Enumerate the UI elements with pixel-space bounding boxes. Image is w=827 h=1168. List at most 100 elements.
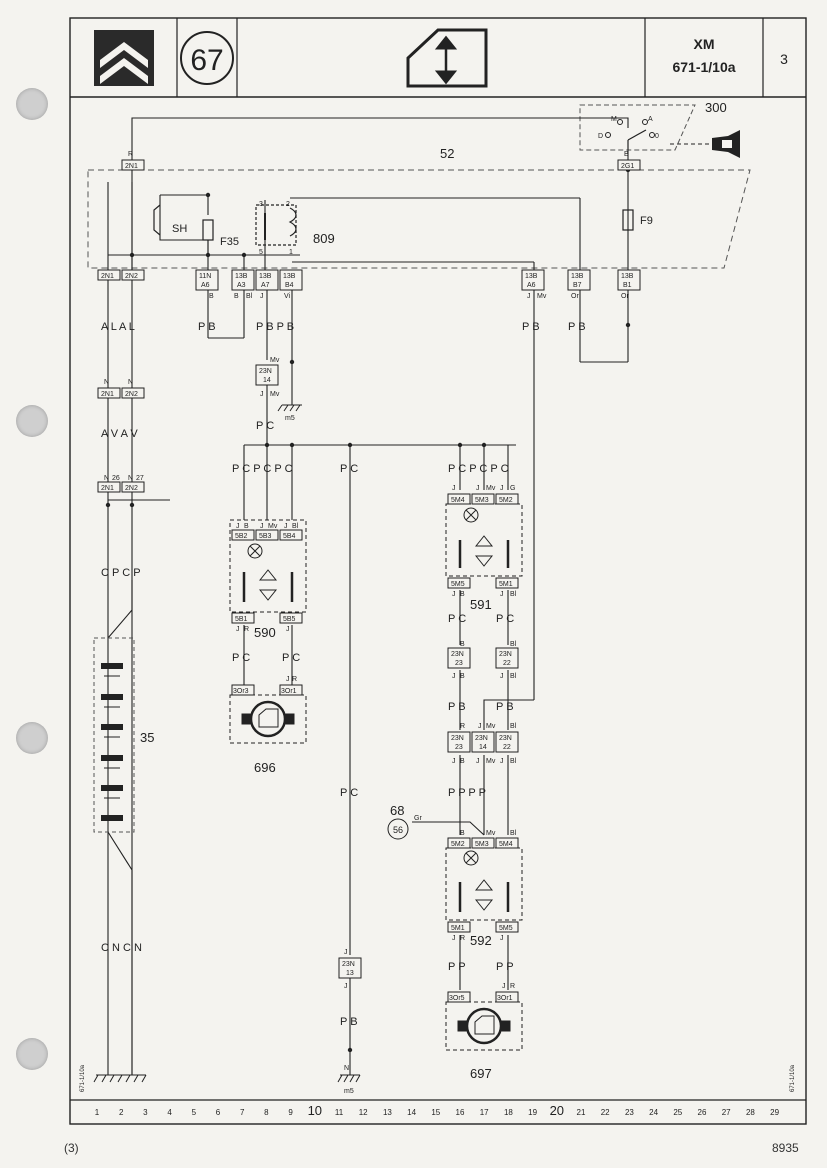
svg-text:5M5: 5M5 (499, 925, 513, 932)
svg-text:22: 22 (503, 744, 511, 751)
svg-text:P B: P B (568, 321, 586, 333)
svg-text:J: J (500, 591, 504, 598)
svg-text:N: N (128, 475, 133, 482)
svg-text:23N: 23N (451, 735, 464, 742)
svg-text:J: J (260, 523, 264, 530)
reference-circle-56 (387, 818, 409, 840)
svg-text:Bl: Bl (510, 723, 517, 730)
grid-number: 24 (649, 1108, 658, 1117)
svg-text:P C: P C (282, 652, 300, 664)
grid-number: 25 (673, 1108, 682, 1117)
svg-text:P B: P B (496, 701, 514, 713)
grid-number: 11 (335, 1108, 344, 1117)
grid-number: 1 (95, 1108, 100, 1117)
svg-text:P C: P C (448, 613, 466, 625)
svg-text:11N: 11N (199, 273, 211, 280)
component-590: 590 (254, 625, 276, 640)
terminal-2: 2 (286, 201, 290, 208)
svg-text:J: J (478, 723, 482, 730)
svg-text:A L A L: A L A L (101, 321, 135, 333)
svg-text:P P P P: P P P P (448, 787, 486, 799)
brand-logo (94, 30, 154, 86)
svg-text:J: J (260, 293, 264, 300)
grid-number: 29 (770, 1108, 779, 1117)
svg-text:23N: 23N (342, 961, 355, 968)
wires (107, 117, 629, 1075)
svg-text:2N2: 2N2 (125, 391, 138, 398)
svg-text:Mv: Mv (270, 357, 280, 364)
junction-dots (105, 167, 631, 1053)
svg-text:P P: P P (496, 961, 514, 973)
binder-hole-4 (16, 1038, 48, 1070)
terminal-1: 1 (289, 249, 293, 256)
svg-text:13B: 13B (621, 273, 634, 280)
battery-35 (93, 637, 135, 833)
terminal-5: 5 (259, 249, 263, 256)
svg-text:J: J (476, 758, 480, 765)
svg-text:23N: 23N (475, 735, 488, 742)
grid-number: 4 (167, 1108, 172, 1117)
svg-text:2N1: 2N1 (125, 163, 138, 170)
grid-number: 15 (431, 1108, 440, 1117)
svg-text:A V A V: A V A V (101, 428, 138, 440)
grid-number: 12 (359, 1108, 368, 1117)
svg-text:23: 23 (455, 660, 463, 667)
svg-text:Mv: Mv (486, 830, 496, 837)
grid-number: 9 (288, 1108, 293, 1117)
svg-text:Mv: Mv (268, 523, 278, 530)
svg-text:J: J (452, 935, 456, 942)
component-52: 52 (440, 146, 454, 161)
grid-number: 23 (625, 1108, 634, 1117)
page-number: 67 (190, 44, 223, 77)
svg-text:B: B (460, 758, 465, 765)
footer-right: 8935 (772, 1141, 799, 1155)
svg-text:5B3: 5B3 (259, 533, 272, 540)
component-35: 35 (140, 730, 154, 745)
grid-number: 3 (143, 1108, 148, 1117)
svg-text:P B: P B (522, 321, 540, 333)
svg-text:5M4: 5M4 (451, 497, 465, 504)
svg-text:5B1: 5B1 (235, 616, 248, 623)
grid-number: 14 (407, 1108, 416, 1117)
svg-text:R: R (460, 935, 465, 942)
svg-text:A7: A7 (261, 282, 270, 289)
svg-text:Vi: Vi (284, 293, 291, 300)
window-lift-icon (406, 28, 488, 88)
svg-text:B: B (460, 830, 465, 837)
svg-text:13B: 13B (259, 273, 272, 280)
binder-hole-2 (16, 405, 48, 437)
grid-number: 6 (216, 1108, 221, 1117)
svg-text:A6: A6 (527, 282, 536, 289)
component-809: 809 (313, 231, 335, 246)
svg-text:Bl: Bl (510, 830, 517, 837)
svg-text:13B: 13B (283, 273, 296, 280)
svg-text:D: D (598, 133, 603, 140)
svg-text:J: J (452, 758, 456, 765)
svg-text:2N2: 2N2 (125, 485, 138, 492)
grid-number: 20 (550, 1103, 564, 1118)
svg-text:Bl: Bl (510, 591, 517, 598)
mass-m5-b: m5 (344, 1088, 354, 1095)
svg-text:Bl: Bl (510, 758, 517, 765)
ground-symbols (93, 404, 361, 1083)
svg-text:23: 23 (455, 744, 463, 751)
footer-left: (3) (64, 1141, 79, 1155)
svg-text:5B2: 5B2 (235, 533, 248, 540)
grid-number: 22 (601, 1108, 610, 1117)
svg-text:5B4: 5B4 (283, 533, 296, 540)
svg-text:A: A (648, 116, 653, 123)
svg-text:P B: P B (448, 701, 466, 713)
svg-text:C N C N: C N C N (101, 942, 142, 954)
svg-text:P C P C P C: P C P C P C (448, 463, 509, 475)
component-592: 592 (470, 933, 492, 948)
svg-text:P C: P C (340, 463, 358, 475)
mass-m5-a: m5 (285, 415, 295, 422)
svg-text:13B: 13B (235, 273, 248, 280)
svg-text:Mv: Mv (486, 723, 496, 730)
svg-text:M: M (611, 116, 617, 123)
binder-hole-3 (16, 722, 48, 754)
svg-text:Bl: Bl (292, 523, 299, 530)
svg-text:14: 14 (479, 744, 487, 751)
